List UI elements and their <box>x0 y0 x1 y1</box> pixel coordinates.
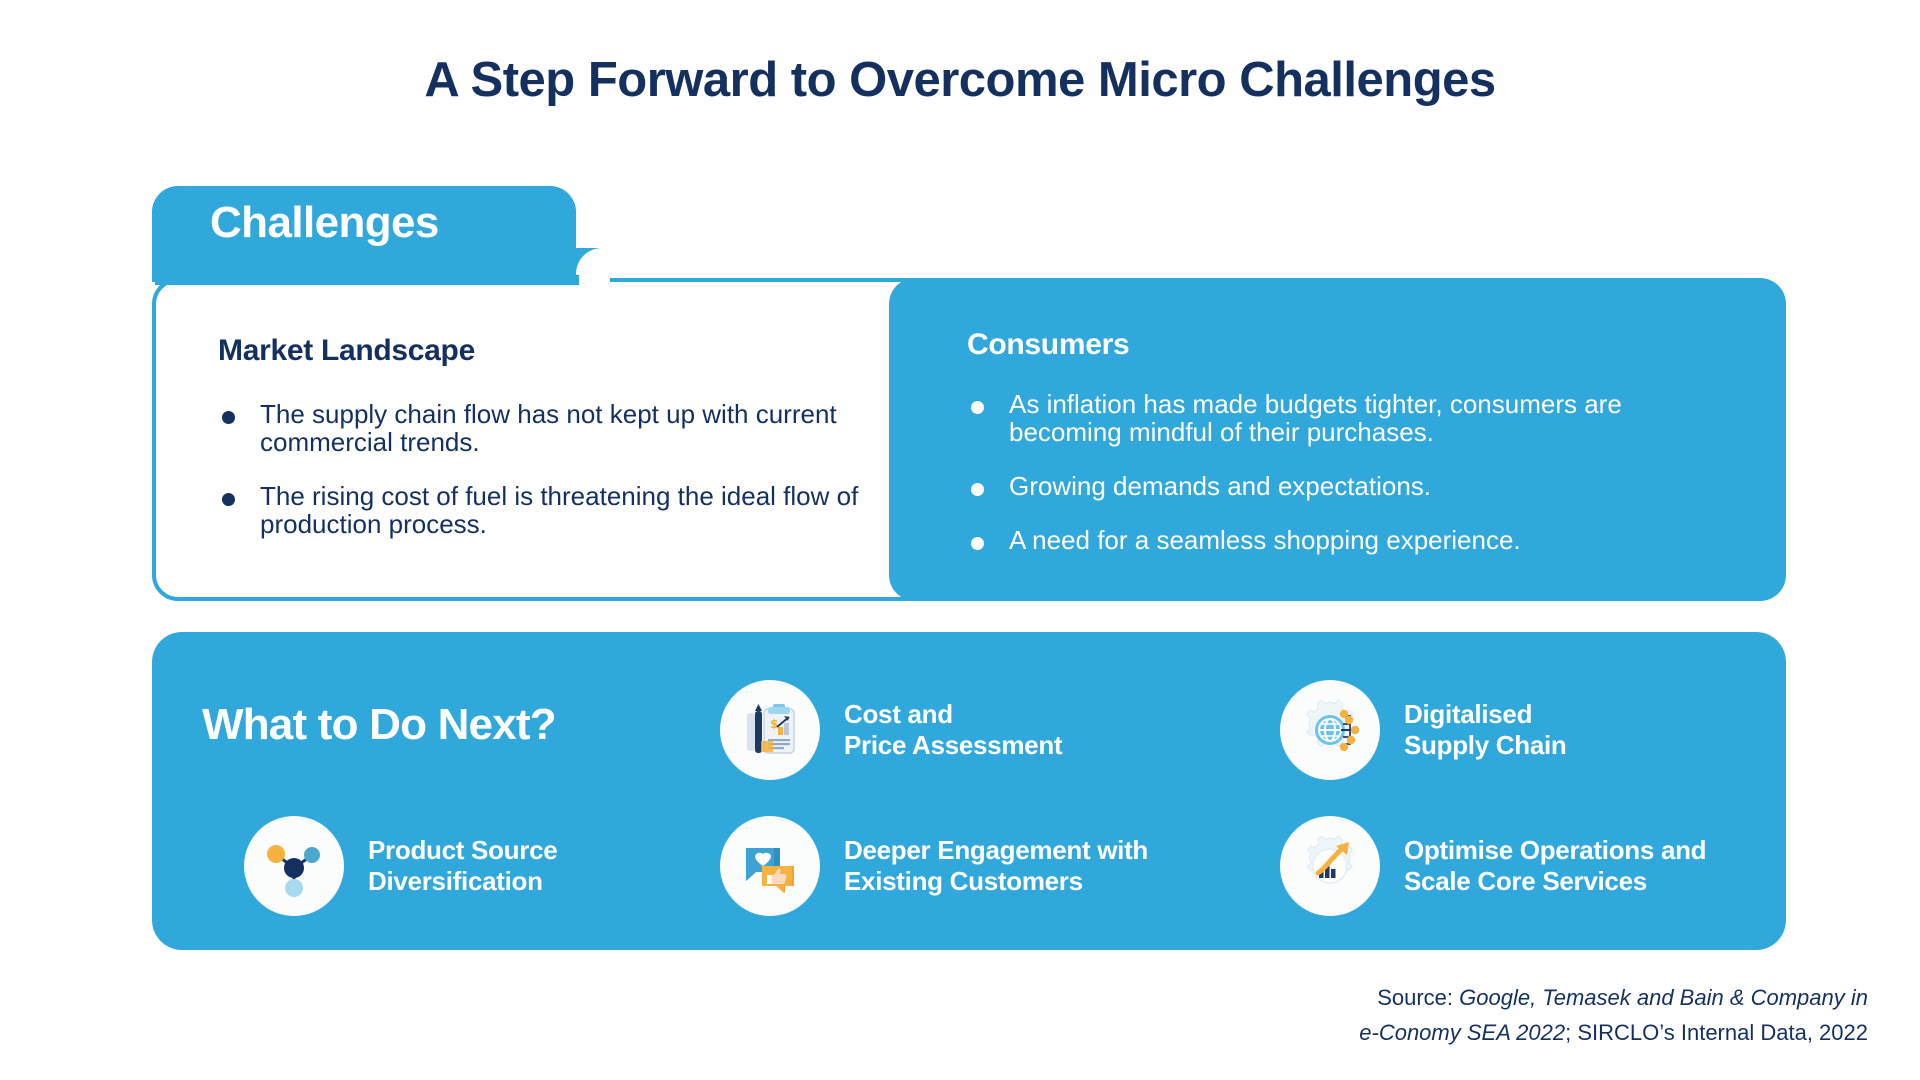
bullet-text: The rising cost of fuel is threatening t… <box>260 481 859 540</box>
next-item-label: Optimise Operations and Scale Core Servi… <box>1404 835 1707 896</box>
bullet-dot-icon <box>971 483 984 497</box>
source-prefix: Source: <box>1377 984 1460 1010</box>
source-note: Source: Google, Temasek and Bain & Compa… <box>1359 980 1868 1050</box>
node-network-icon <box>244 816 344 916</box>
bullet-dot-icon <box>222 411 235 424</box>
tab-notch <box>576 248 610 282</box>
list-item: The rising cost of fuel is threatening t… <box>218 482 868 538</box>
source-citation-1: Google, Temasek and Bain & Company in <box>1459 984 1868 1010</box>
bullet-text: A need for a seamless shopping experienc… <box>1009 525 1521 556</box>
source-citation-2: e-Conomy SEA 2022 <box>1359 1019 1566 1045</box>
next-item-deeper-engagement[interactable]: Deeper Engagement with Existing Customer… <box>720 816 1148 916</box>
list-item: Growing demands and expectations. <box>967 472 1727 500</box>
bullet-dot-icon <box>222 493 235 507</box>
next-item-cost-price-assessment[interactable]: $ Cost and Price Assessment <box>720 680 1063 780</box>
bullet-dot-icon <box>971 537 984 551</box>
next-item-label: Cost and Price Assessment <box>844 699 1063 760</box>
market-landscape-bullet-list: The supply chain flow has not kept up wi… <box>218 400 868 564</box>
challenges-tab: Challenges <box>152 186 576 282</box>
gear-growth-arrow-icon <box>1280 816 1380 916</box>
clipboard-chart-icon: $ <box>720 680 820 780</box>
source-suffix: ; SIRCLO’s Internal Data, 2022 <box>1565 1019 1868 1045</box>
consumers-heading: Consumers <box>967 328 1130 361</box>
market-landscape-heading: Market Landscape <box>218 334 475 367</box>
consumers-panel: Consumers As inflation has made budgets … <box>889 278 1786 601</box>
bullet-text: As inflation has made budgets tighter, c… <box>1009 389 1622 448</box>
next-item-optimise-operations[interactable]: Optimise Operations and Scale Core Servi… <box>1280 816 1707 916</box>
source-line-1: Source: Google, Temasek and Bain & Compa… <box>1359 980 1868 1015</box>
list-item: A need for a seamless shopping experienc… <box>967 526 1727 554</box>
tab-card-joint <box>155 275 579 285</box>
next-item-digitalised-supply-chain[interactable]: Digitalised Supply Chain <box>1280 680 1567 780</box>
source-line-2: e-Conomy SEA 2022; SIRCLO’s Internal Dat… <box>1359 1015 1868 1050</box>
next-item-label: Product Source Diversification <box>368 835 558 896</box>
svg-text:$: $ <box>770 717 778 731</box>
list-item: The supply chain flow has not kept up wi… <box>218 400 868 456</box>
chat-bubbles-icon <box>720 816 820 916</box>
market-landscape-panel: Market Landscape The supply chain flow h… <box>152 278 942 601</box>
page-title: A Step Forward to Overcome Micro Challen… <box>424 53 1496 107</box>
challenges-tab-label: Challenges <box>210 198 439 247</box>
gear-globe-network-icon <box>1280 680 1380 780</box>
bullet-text: The supply chain flow has not kept up wi… <box>260 399 837 458</box>
what-next-heading: What to Do Next? <box>202 700 557 749</box>
next-item-label: Digitalised Supply Chain <box>1404 699 1567 760</box>
list-item: As inflation has made budgets tighter, c… <box>967 390 1727 446</box>
bullet-dot-icon <box>971 401 984 414</box>
next-item-label: Deeper Engagement with Existing Customer… <box>844 835 1149 896</box>
challenges-section: Consumers As inflation has made budgets … <box>152 186 1786 601</box>
consumers-bullet-list: As inflation has made budgets tighter, c… <box>967 390 1727 580</box>
next-item-product-source-diversification[interactable]: Product Source Diversification <box>244 816 558 916</box>
bullet-text: Growing demands and expectations. <box>1009 471 1432 502</box>
what-to-do-next-section: What to Do Next? $ <box>152 632 1786 950</box>
